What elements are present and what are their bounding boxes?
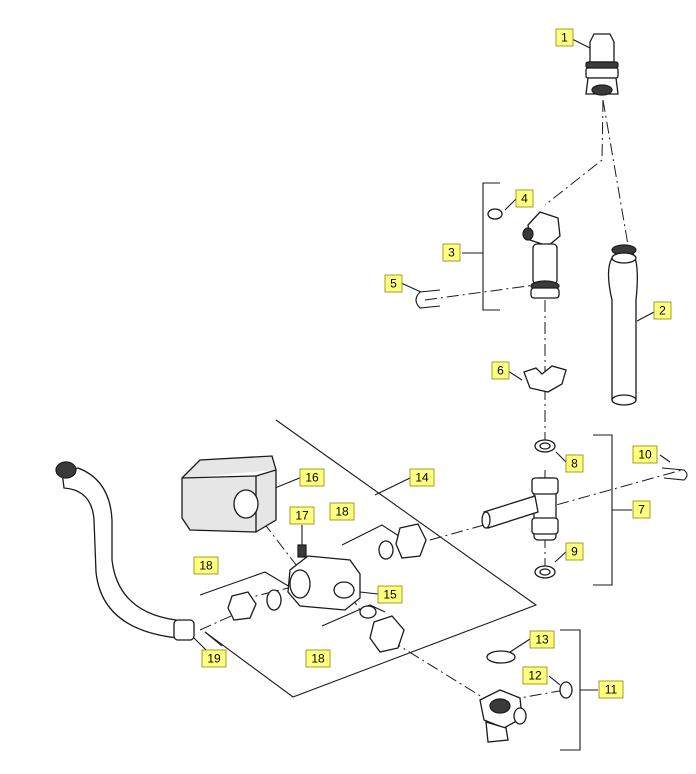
callout-8: 8 — [565, 454, 584, 473]
part-17-pin — [297, 544, 307, 558]
svg-text:10: 10 — [638, 448, 652, 462]
svg-text:16: 16 — [305, 471, 319, 485]
callout-19: 19 — [201, 649, 227, 668]
callout-14: 14 — [409, 468, 435, 487]
callout-labels: 1 2 3 4 5 6 7 8 — [193, 28, 672, 699]
svg-text:18: 18 — [199, 559, 213, 573]
group-brackets — [199, 182, 632, 751]
part-13-o-ring — [486, 650, 516, 664]
svg-text:19: 19 — [207, 652, 221, 666]
svg-text:5: 5 — [390, 277, 397, 291]
leader-lines — [193, 37, 671, 686]
part-1-cap-fitting — [585, 33, 619, 96]
part-6-clamp — [523, 365, 567, 393]
svg-text:14: 14 — [415, 471, 429, 485]
callout-18-upper: 18 — [329, 502, 355, 521]
part-18-nut-lower — [359, 605, 405, 653]
part-4-washer — [487, 208, 534, 241]
part-7-tee-fitting — [481, 477, 559, 541]
part-15-valve-body — [287, 555, 361, 611]
svg-text:18: 18 — [311, 652, 325, 666]
callout-11: 11 — [598, 680, 624, 699]
callout-18-lower: 18 — [305, 649, 331, 668]
callout-6: 6 — [491, 361, 510, 380]
callout-10: 10 — [632, 445, 658, 464]
part-16-actuator — [181, 455, 277, 533]
svg-text:7: 7 — [638, 503, 645, 517]
part-8-washer — [534, 439, 556, 453]
part-10-clip — [661, 467, 688, 481]
part-9-washer — [534, 565, 556, 579]
callout-2: 2 — [653, 301, 672, 320]
part-18-nut-left — [227, 589, 282, 621]
svg-text:1: 1 — [561, 31, 568, 45]
callout-9: 9 — [565, 542, 584, 561]
callout-15: 15 — [377, 585, 403, 604]
part-18-nut-right — [378, 523, 427, 560]
svg-text:13: 13 — [535, 633, 549, 647]
callout-7: 7 — [632, 500, 651, 519]
callout-12: 12 — [522, 666, 548, 685]
part-5-clip — [415, 289, 441, 309]
svg-text:12: 12 — [528, 669, 542, 683]
svg-text:6: 6 — [497, 364, 504, 378]
svg-text:4: 4 — [521, 192, 528, 206]
svg-text:15: 15 — [383, 588, 397, 602]
svg-text:2: 2 — [659, 304, 666, 318]
svg-text:8: 8 — [571, 457, 578, 471]
callout-1: 1 — [555, 28, 574, 47]
svg-text:17: 17 — [295, 509, 309, 523]
callout-13: 13 — [529, 630, 555, 649]
svg-text:18: 18 — [335, 505, 349, 519]
svg-text:11: 11 — [605, 683, 618, 697]
callout-3: 3 — [442, 243, 461, 262]
callout-17: 17 — [289, 506, 315, 525]
callout-18-left: 18 — [193, 556, 219, 575]
part-12-o-ring — [559, 681, 573, 699]
callout-4: 4 — [515, 189, 534, 208]
part-2-hose — [607, 244, 638, 406]
callout-5: 5 — [384, 274, 403, 293]
assembly-axis-lines — [199, 99, 683, 706]
part-19-hose — [55, 461, 195, 641]
svg-text:3: 3 — [448, 246, 455, 260]
part-11-elbow-fitting — [479, 689, 527, 743]
callout-16: 16 — [299, 468, 325, 487]
part-3-connector-assembly — [527, 211, 561, 299]
svg-text:9: 9 — [571, 545, 578, 559]
